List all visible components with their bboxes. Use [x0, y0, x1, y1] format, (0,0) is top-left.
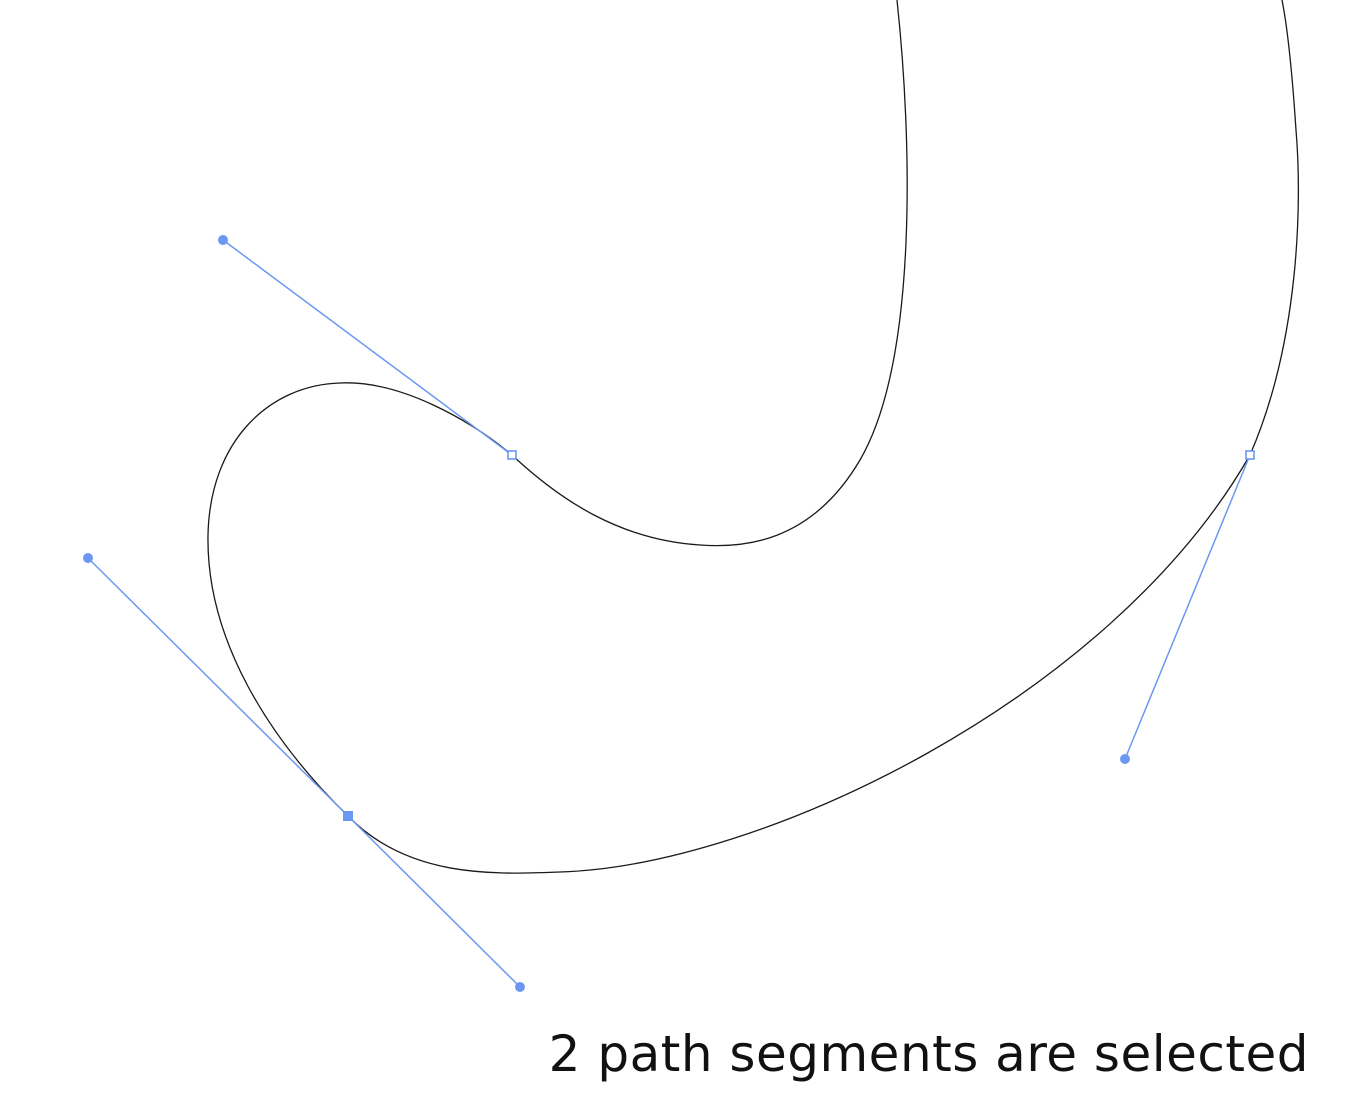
selection-status-caption: 2 path segments are selected	[548, 1025, 1309, 1083]
direction-handle-top-left[interactable]	[218, 235, 228, 245]
handle-line-left-in	[87, 557, 349, 817]
handle-line-left-out	[347, 815, 521, 988]
direction-handle-left-in[interactable]	[83, 553, 93, 563]
anchor-point-selected[interactable]	[343, 811, 353, 821]
direction-handle-left-out[interactable]	[515, 982, 525, 992]
handle-line-right	[1124, 454, 1251, 760]
anchor-point-unselected-middle[interactable]	[507, 450, 517, 460]
anchor-point-unselected-right[interactable]	[1245, 450, 1255, 460]
direction-handle-right[interactable]	[1120, 754, 1130, 764]
handle-line-top-left	[222, 239, 513, 456]
bezier-path[interactable]	[207, 0, 1300, 874]
